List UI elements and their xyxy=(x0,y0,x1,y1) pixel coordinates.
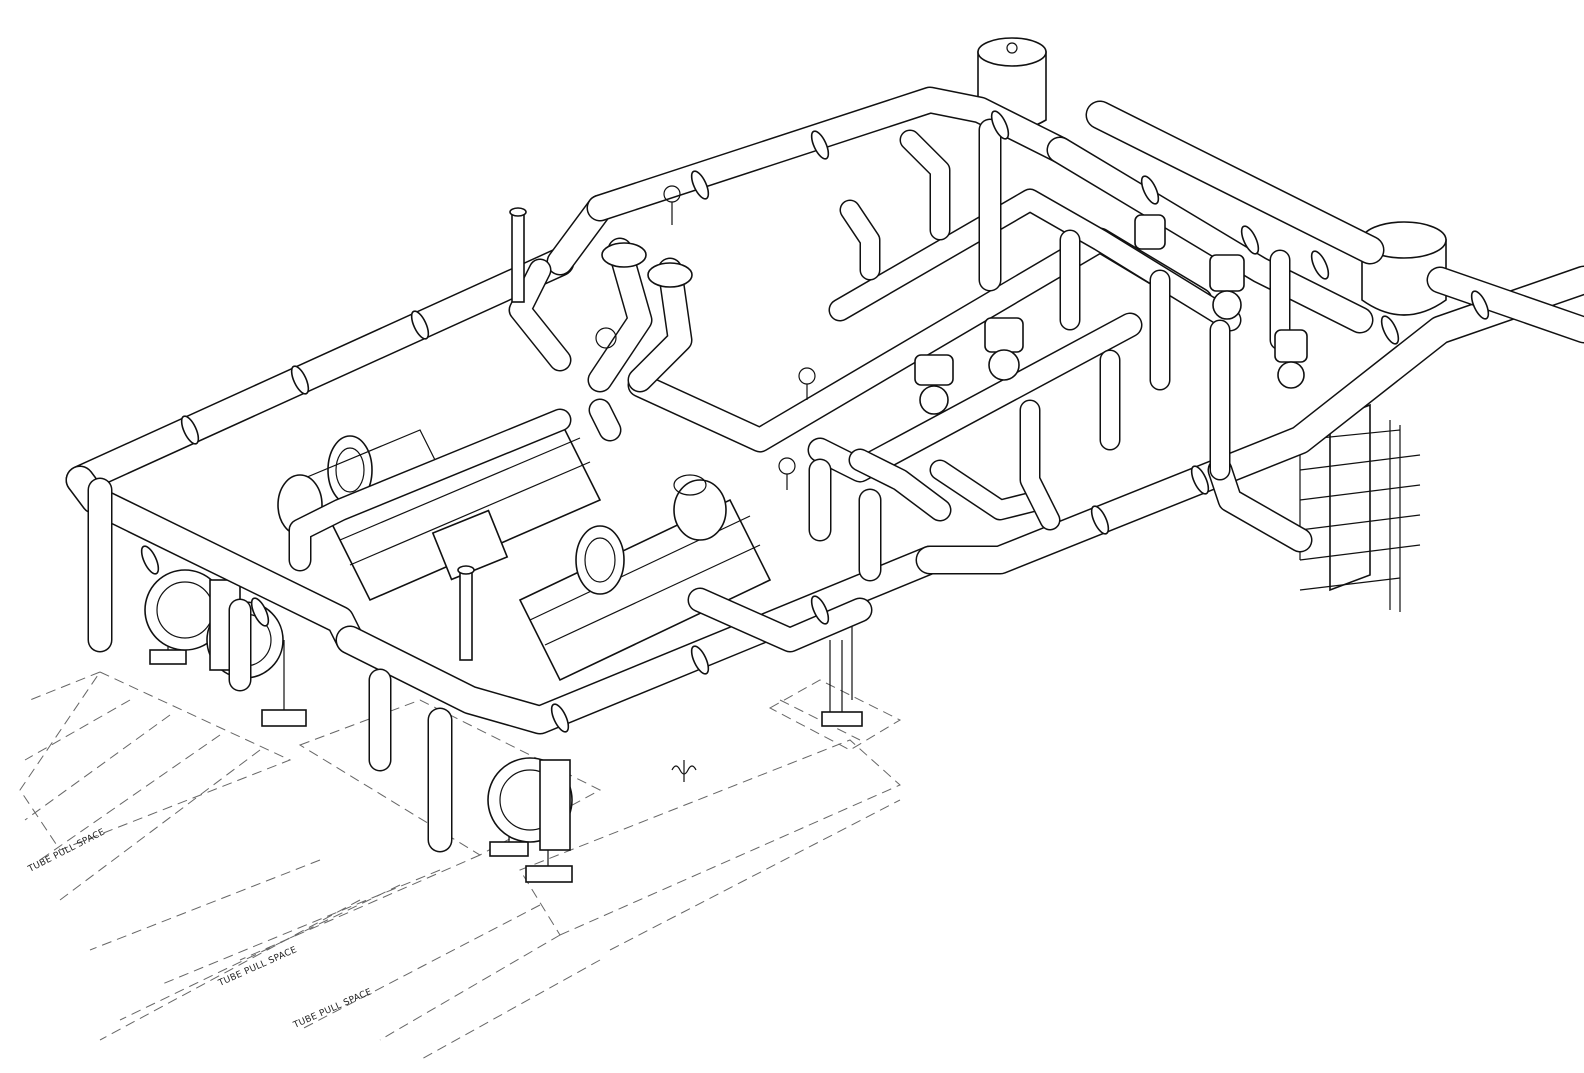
pipe-run-19-fill xyxy=(629,259,691,391)
cap-top-2 xyxy=(647,262,693,288)
pipe-run-10-fill xyxy=(1209,459,1311,551)
pipe-flange-14 xyxy=(1140,175,1160,205)
labels: TUBE PULL SPACE TUBE PULL SPACE TUBE PUL… xyxy=(26,827,374,1031)
valve-handwheel-3 xyxy=(778,457,796,490)
valves xyxy=(457,185,816,661)
pipe-flange-15 xyxy=(1240,225,1260,255)
spring-isolator-symbol xyxy=(671,760,697,782)
pump-motor-3 xyxy=(1209,254,1245,320)
pipe-flange-2 xyxy=(290,365,310,395)
pipe-run-16-fill xyxy=(850,450,950,520)
pipe-flange-18 xyxy=(1380,315,1400,345)
piping-network xyxy=(65,86,1584,853)
pipe-flange-5 xyxy=(250,597,270,627)
chiller-unit-lower xyxy=(518,474,772,682)
pipe-run-36-fill xyxy=(841,201,879,279)
inline-pumps xyxy=(914,214,1308,415)
pipe-flange-17 xyxy=(1470,290,1490,320)
cap-top-1 xyxy=(601,242,647,268)
stand-b xyxy=(261,640,307,727)
tube-pull-space-zones xyxy=(19,671,902,1061)
pipe-run-15-fill xyxy=(809,314,1141,481)
pipe-flange-9 xyxy=(1090,505,1110,535)
valve-handwheel-1 xyxy=(663,185,681,225)
pump-motor-4 xyxy=(1274,329,1308,389)
pipe-run-6-fill xyxy=(588,88,1072,220)
pump-motor-5 xyxy=(1134,214,1166,250)
pipe-flange-1 xyxy=(180,415,200,445)
pipe-flange-16 xyxy=(1310,250,1330,280)
pipe-run-20-fill xyxy=(290,410,570,570)
pipe-run-17-fill xyxy=(510,260,570,370)
pipe-run-3-fill xyxy=(337,547,943,733)
pipe-run-30-fill xyxy=(1021,401,1059,529)
pump-motor-1 xyxy=(914,354,954,415)
pipe-run-18-fill xyxy=(589,239,651,391)
valve-handwheel-4 xyxy=(595,327,617,349)
pipe-run-8-fill xyxy=(1087,102,1383,263)
pipe-flange-10 xyxy=(1190,465,1210,495)
pipe-flange-6 xyxy=(550,703,570,733)
pipe-flange-11 xyxy=(690,170,710,200)
pump-motor-2 xyxy=(984,317,1024,381)
vent-stack-2 xyxy=(457,565,475,661)
pipe-run-29-fill xyxy=(931,461,1049,519)
plate-heat-exchanger xyxy=(1299,403,1421,612)
tube-pull-space-label-1: TUBE PULL SPACE xyxy=(26,827,107,875)
chiller-unit-upper xyxy=(277,418,602,602)
pipe-run-7-fill xyxy=(1048,138,1372,332)
tube-pull-space-label-2: TUBE PULL SPACE xyxy=(216,945,298,989)
valve-handwheel-2 xyxy=(798,367,816,400)
pipe-run-22-fill xyxy=(689,589,871,651)
pipe-flange-13 xyxy=(990,110,1010,140)
pipe-flange-12 xyxy=(810,130,830,160)
pipe-flange-4 xyxy=(140,545,160,575)
pipe-run-35-fill xyxy=(901,131,949,239)
pipe-run-9-fill xyxy=(1428,268,1584,342)
stand-e xyxy=(821,640,863,727)
pipe-flange-3 xyxy=(410,310,430,340)
pipe-flange-8 xyxy=(810,595,830,625)
tube-pull-space-label-3: TUBE PULL SPACE xyxy=(291,987,373,1031)
pipe-run-1-fill xyxy=(67,249,573,493)
vent-stack-1 xyxy=(509,207,527,303)
pipe-run-21-fill xyxy=(590,400,620,440)
pipe-flange-7 xyxy=(690,645,710,675)
